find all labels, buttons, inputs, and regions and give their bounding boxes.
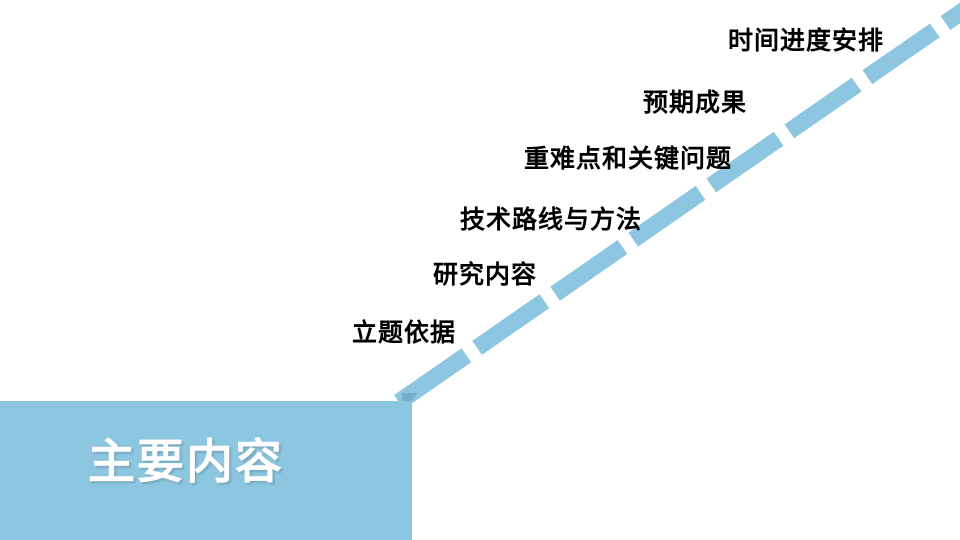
agenda-item-shijianjindu: 时间进度安排 [728, 26, 885, 55]
title-bar: 主要内容 [0, 401, 412, 540]
agenda-item-yanjiuneirong: 研究内容 [433, 260, 538, 289]
slide-title: 主要内容 [88, 435, 284, 490]
agenda-item-zhongnandian: 重难点和关键问题 [524, 144, 733, 173]
agenda-item-jishuluxian: 技术路线与方法 [460, 205, 643, 234]
agenda-item-litiyiju: 立题依据 [352, 318, 457, 347]
dashed-line-stroke [394, 2, 960, 409]
agenda-item-yuqichengguo: 预期成果 [643, 88, 748, 117]
